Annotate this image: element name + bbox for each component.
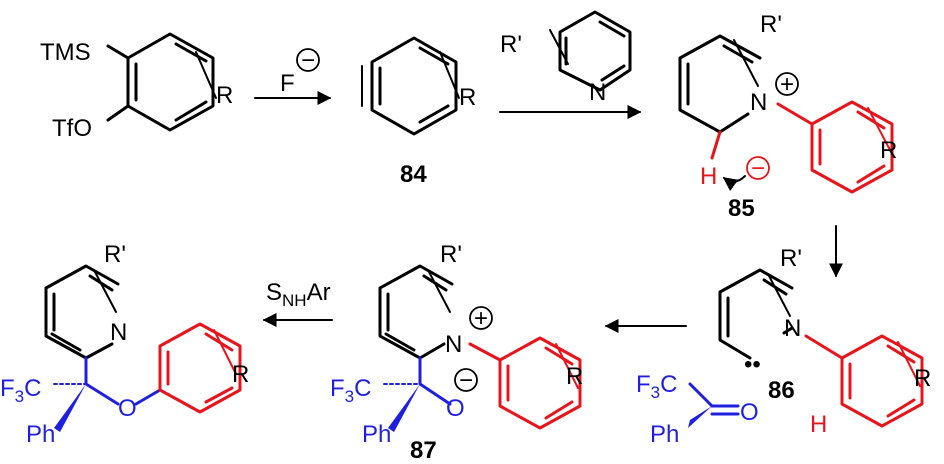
alkoxide-charge: −: [459, 367, 473, 394]
pyridinium-charge: +: [474, 305, 488, 332]
r-substituent-label: R: [566, 363, 583, 390]
pyridinium-85: R' N + R H − 85: [678, 11, 897, 222]
pyridine-n-label: N: [589, 79, 606, 106]
base-charge: −: [751, 155, 765, 182]
carbene-n-label: N: [784, 315, 801, 342]
compound-number-85: 85: [728, 195, 755, 222]
pyridinium-n-label: N: [750, 89, 767, 116]
compound-number-87: 87: [410, 437, 437, 464]
aryne-precursor: TMS TfO R: [40, 32, 233, 142]
r-substituent-label: R: [880, 137, 897, 164]
r-prime-label: R': [760, 11, 782, 38]
ether-o-label: O: [118, 395, 137, 422]
arrow-snhar: SNHAr: [262, 279, 333, 327]
acidic-h-label: H: [700, 163, 717, 190]
pyridinium-n-label: N: [445, 331, 462, 358]
product-ether: R' N F3C Ph O R: [0, 241, 249, 448]
snhar-label: SNHAr: [266, 279, 331, 310]
aryne-84: R 84: [361, 36, 476, 188]
alkoxide-o-label: O: [446, 395, 465, 422]
r-substituent-label: R: [232, 361, 249, 388]
fluoride-charge: −: [301, 47, 315, 74]
ketone-o-label: O: [740, 399, 759, 426]
r-substituent-label: R: [914, 365, 931, 392]
r-prime-label: R': [440, 241, 462, 268]
carbene-lone-pair: ••: [744, 351, 761, 378]
compound-number-86: 86: [768, 377, 795, 404]
r-prime-label: R': [780, 245, 802, 272]
r-prime-label: R': [104, 241, 126, 268]
ph-label: Ph: [26, 421, 55, 448]
ketone-ph-label: Ph: [650, 421, 679, 448]
compound-number-84: 84: [400, 161, 427, 188]
cf3-label: F3C: [330, 375, 371, 406]
r-substituent-label: R: [459, 84, 476, 111]
carbene-86: R' N •• 86 R H F3C O Ph: [636, 245, 931, 448]
tms-label: TMS: [40, 39, 91, 66]
pyridine-n-label: N: [110, 319, 127, 346]
ketone-cf3-label: F3C: [636, 371, 677, 402]
r-substituent-label: R: [216, 82, 233, 109]
fluoride-label: F: [280, 70, 295, 97]
r-prime-label: R': [500, 31, 522, 58]
tfo-label: TfO: [52, 115, 92, 142]
pyridinium-charge: +: [780, 71, 794, 98]
arrow-pyridine: R' N: [499, 10, 642, 119]
arrow-fluoride: F −: [254, 47, 332, 105]
cf3-label: F3C: [0, 375, 41, 406]
zwitterion-87: R' N + R F3C Ph O − 87: [330, 241, 583, 464]
aryl-h-label: H: [810, 411, 827, 438]
ph-label: Ph: [362, 421, 391, 448]
